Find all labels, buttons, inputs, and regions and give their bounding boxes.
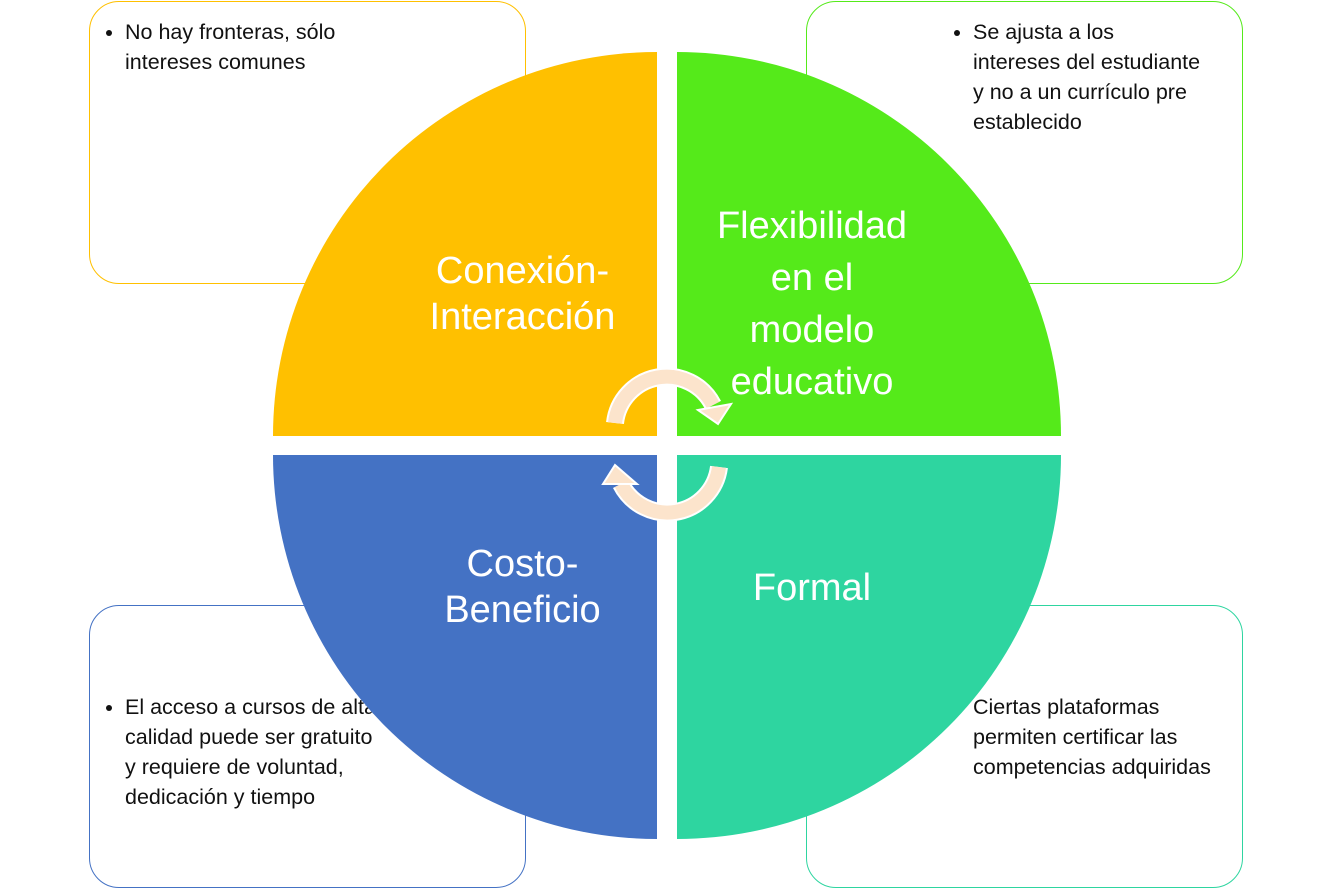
label-flexibilidad: Flexibilidad en el modelo educativo bbox=[716, 205, 908, 403]
note-text-conexion: No hay fronteras, sólo intereses comunes bbox=[107, 17, 377, 77]
label-formal: Formal bbox=[752, 567, 872, 609]
note-text-flexibilidad: Se ajusta a los intereses del estudiante… bbox=[955, 17, 1205, 137]
label-conexion: Conexión- Interacción bbox=[429, 250, 616, 338]
cycle-arrow-top-icon bbox=[606, 367, 734, 426]
cycle-arrow-bottom-icon bbox=[601, 463, 728, 522]
label-costo: Costo- Beneficio bbox=[444, 543, 601, 631]
note-text-formal: Ciertas plataformas permiten certificar … bbox=[973, 695, 1211, 779]
note-text-costo: El acceso a cursos de alta calidad puede… bbox=[107, 692, 382, 812]
